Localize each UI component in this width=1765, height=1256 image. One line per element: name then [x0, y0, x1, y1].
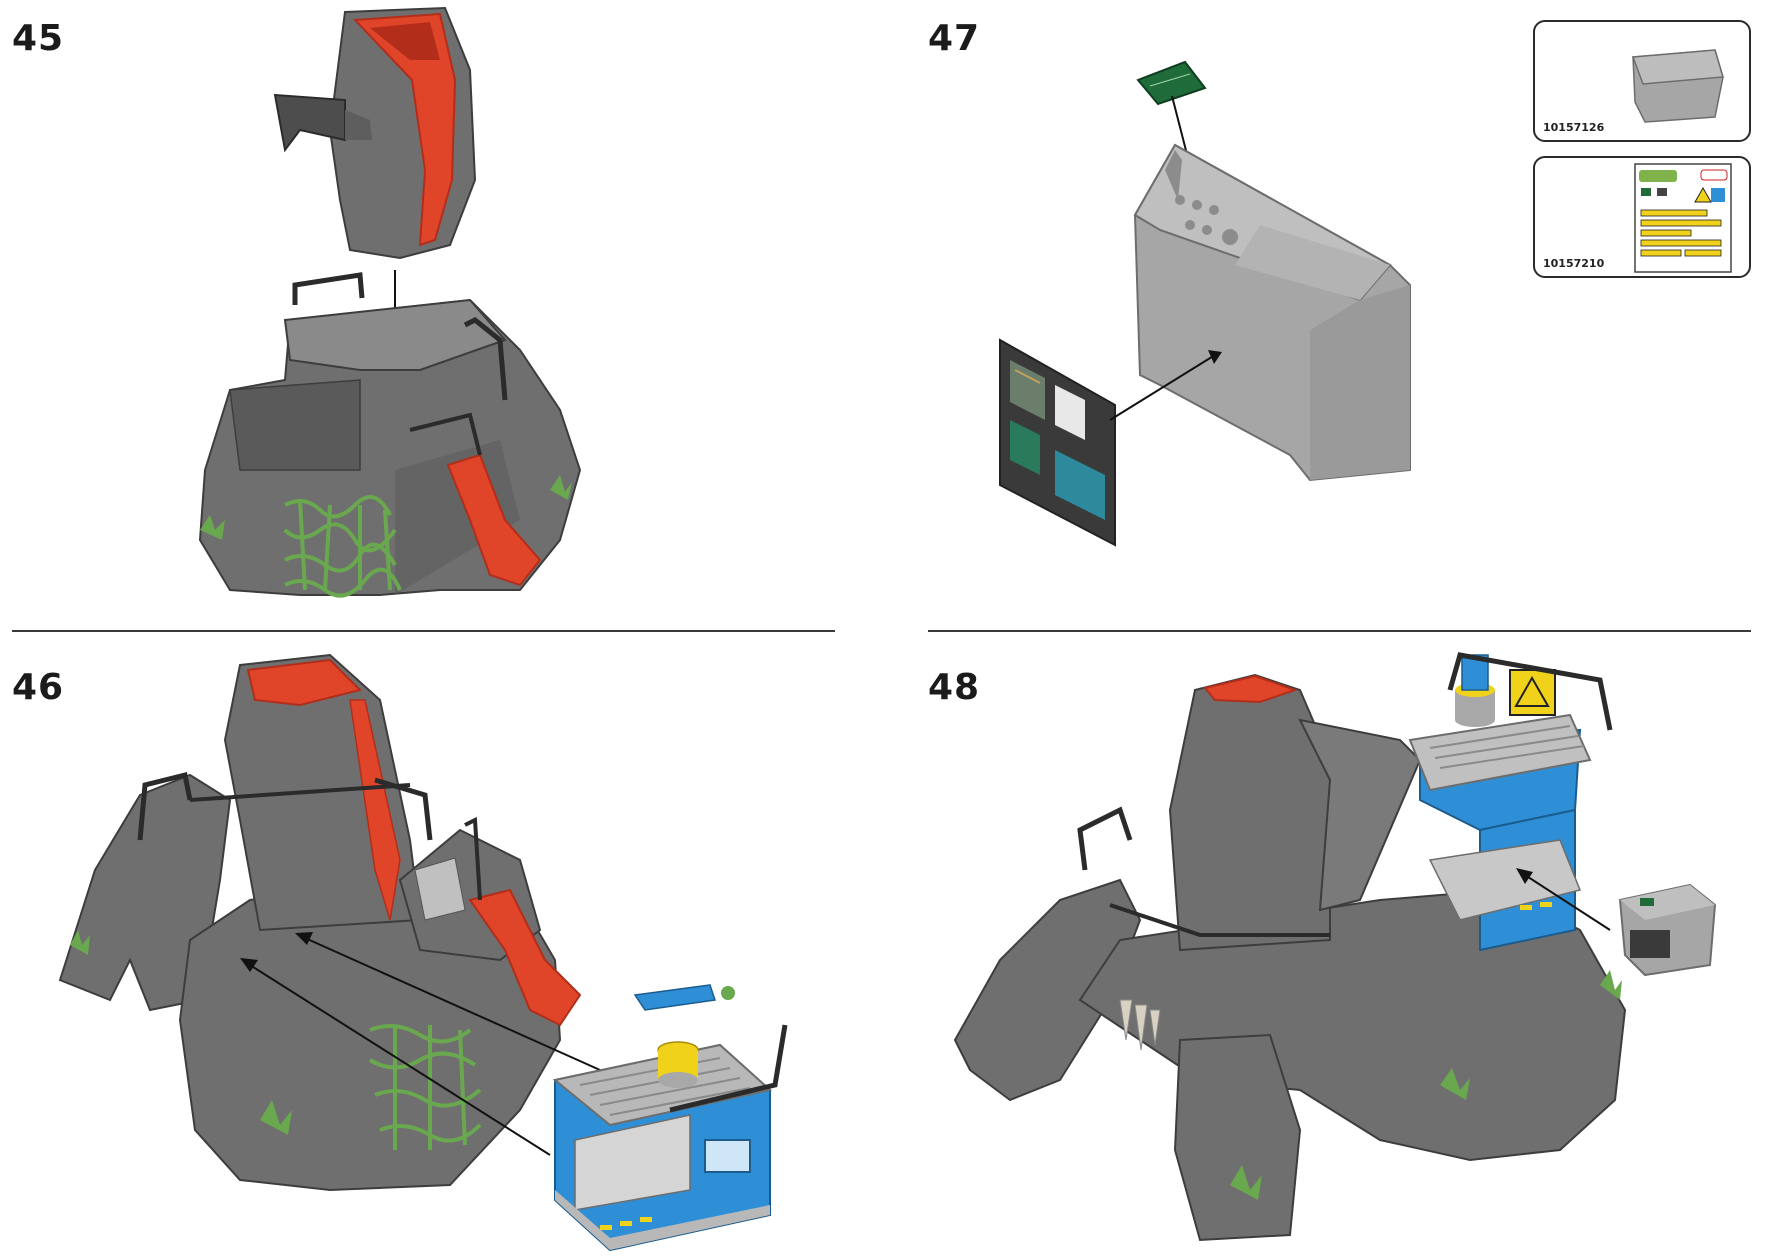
sticker-large — [999, 338, 1116, 547]
step-number-46: 46 — [12, 667, 65, 708]
tower-module — [1408, 652, 1613, 952]
parts-box-console: 10157126 — [1533, 20, 1751, 142]
step-number-48: 48 — [928, 667, 981, 708]
divider-right — [928, 630, 1751, 632]
sticker-sheet-icon — [1634, 163, 1732, 273]
part-id-sticker-sheet: 10157210 — [1543, 257, 1605, 270]
step-number-47: 47 — [928, 18, 981, 59]
volcano-assembly — [58, 653, 582, 1192]
parts-box-sticker-sheet: 10157210 — [1533, 156, 1751, 278]
volcano-base-piece — [198, 272, 582, 598]
volcano-complete — [953, 673, 1627, 1242]
volcano-top-piece — [273, 6, 477, 260]
divider-left — [12, 630, 835, 632]
blue-module — [552, 984, 788, 1252]
small-console — [1618, 883, 1717, 977]
part-id-console: 10157126 — [1543, 121, 1605, 134]
step-number-45: 45 — [12, 18, 65, 59]
console-part-icon — [1631, 49, 1724, 123]
sticker-small — [1136, 60, 1207, 106]
console-part — [1133, 143, 1411, 482]
